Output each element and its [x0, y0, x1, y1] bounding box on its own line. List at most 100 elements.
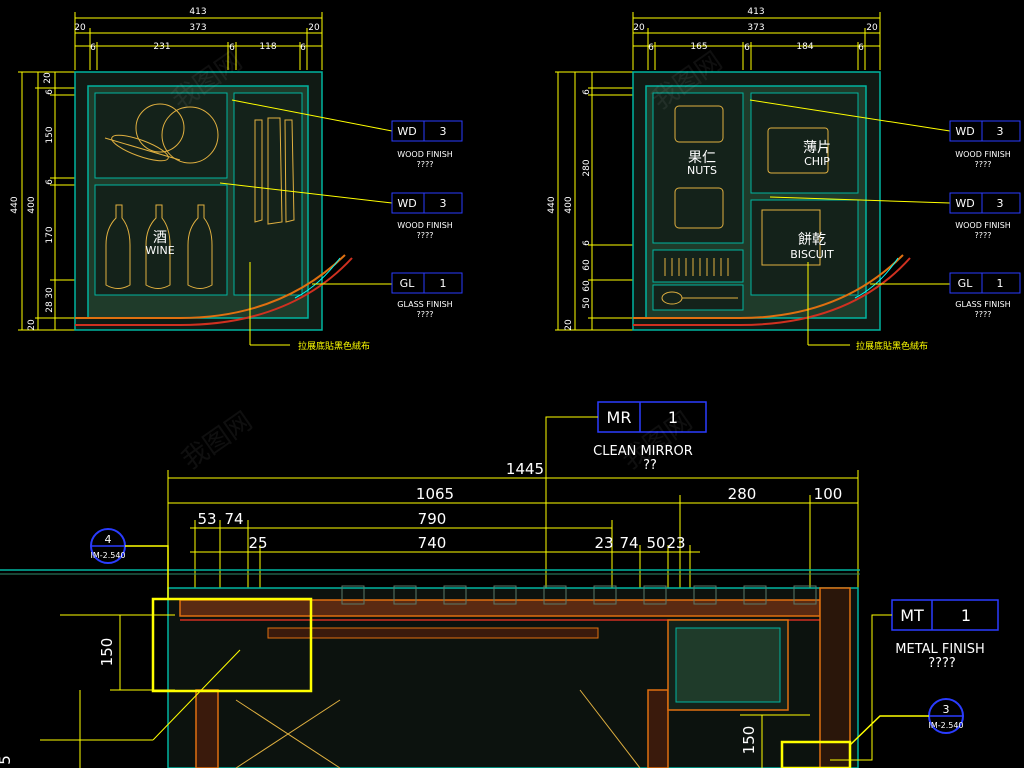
tag-desc: WOOD FINISH: [397, 221, 453, 230]
dim-30: 30: [45, 287, 55, 299]
right-curved-front: [633, 254, 904, 319]
wine-bottles-drawing: [105, 204, 213, 289]
r-dim-6a: 6: [648, 43, 654, 53]
callout-left-num: 4: [105, 533, 112, 546]
left-note: 拉展底貼黑色絨布: [298, 340, 370, 352]
r-dim-60b: 60: [582, 280, 592, 292]
callout-left: 4 IM-2.540: [90, 528, 126, 564]
top-rail-blocks: [341, 585, 817, 605]
dim-231: 231: [153, 42, 170, 52]
r-dim-373: 373: [747, 23, 764, 33]
tag-desc: WOOD FINISH: [397, 150, 453, 159]
dim-6a: 6: [90, 43, 96, 53]
r-dim-6b: 6: [744, 43, 750, 53]
tag-desc: GLASS FINISH: [397, 300, 452, 309]
dim-6b: 6: [229, 43, 235, 53]
dim-150-left: 150: [98, 638, 116, 667]
tag-code: GL: [958, 277, 974, 290]
left-leaders: [219, 99, 393, 346]
left-cell-lower-left: [94, 184, 228, 296]
chip-label-cn: 薄片: [803, 140, 831, 156]
tag-code: WD: [397, 125, 416, 138]
mirror-tag-desc: CLEAN MIRROR: [593, 444, 693, 459]
right-curved-front-outer: [633, 257, 911, 326]
r-dim-20-right: 20: [866, 23, 878, 33]
tag-code: WD: [397, 197, 416, 210]
r-dim-413: 413: [747, 7, 764, 17]
metal-tag-q: ????: [928, 656, 956, 671]
dim-20-top: 20: [43, 72, 53, 84]
dim-413: 413: [189, 7, 206, 17]
dim-118: 118: [259, 42, 276, 52]
right-leaders: [749, 99, 951, 346]
nuts-label-en: NUTS: [687, 164, 717, 177]
left-curved-front: [75, 254, 346, 319]
dim-1445: 1445: [506, 460, 544, 478]
left-tag-wd3-a: WD 3 WOOD FINISH ????: [391, 120, 463, 169]
dim-1065: 1065: [416, 485, 454, 503]
r-dim-6-top: 6: [582, 89, 592, 95]
r-dim-400: 400: [564, 196, 574, 213]
elevation-left: 413 20 373 20 6 231 6 118 6 440 400 20 6…: [10, 7, 463, 352]
right-cell-cutlery: [652, 249, 744, 283]
tag-q: ????: [975, 231, 992, 240]
dim-280: 280: [728, 485, 757, 503]
plates-drawing: [104, 103, 219, 164]
r-dim-165: 165: [690, 42, 707, 52]
tag-desc: GLASS FINISH: [955, 300, 1010, 309]
callout-left-sheet: IM-2.540: [90, 551, 125, 560]
dim-373: 373: [189, 23, 206, 33]
right-cell-chip: [750, 92, 859, 194]
r-dim-6-mid: 6: [582, 240, 592, 246]
r-dim-60a: 60: [582, 259, 592, 271]
dim-440: 440: [10, 196, 20, 213]
tag-code: GL: [400, 277, 416, 290]
r-dim-20-left: 20: [633, 23, 645, 33]
right-tag-gl1: GL 1 GLASS FINISH ????: [949, 272, 1021, 319]
dim-790: 790: [418, 510, 447, 528]
tag-num: 3: [997, 197, 1004, 210]
right-note: 拉展底貼黑色絨布: [856, 340, 928, 352]
dim-23: 23: [594, 534, 613, 552]
section-diagonal-c: [579, 689, 641, 768]
dim-6-top: 6: [45, 89, 55, 95]
metal-leader: [830, 614, 892, 761]
mirror-tag-code: MR: [607, 408, 632, 427]
callout-right-num: 3: [943, 703, 950, 716]
dim-28: 28: [45, 301, 55, 313]
tag-q: ????: [417, 160, 434, 169]
right-curved-edge: [854, 257, 899, 299]
dim-6c: 6: [300, 43, 306, 53]
tag-q: ????: [417, 231, 434, 240]
r-dim-50: 50: [582, 297, 592, 309]
section-diagonal-b: [235, 699, 341, 768]
dim-53: 53: [197, 510, 216, 528]
dim-50: 50: [646, 534, 665, 552]
r-dim-440: 440: [547, 196, 557, 213]
r-dim-20-bottom: 20: [564, 319, 574, 331]
tag-q: ????: [975, 160, 992, 169]
dim-74a: 74: [224, 510, 243, 528]
callout-right: 3 IM-2.540: [928, 698, 964, 734]
elevation-right: 413 20 373 20 6 165 6 184 6 440 400 6 28…: [547, 7, 1021, 352]
section-detail: MR 1 CLEAN MIRROR ?? 1445: [0, 401, 999, 768]
right-top-dimensions: [632, 12, 881, 70]
mirror-tag-num: 1: [668, 408, 678, 427]
detail-highlight-box-right: [780, 740, 852, 768]
dim-740: 740: [418, 534, 447, 552]
dim-23b: 23: [666, 534, 685, 552]
dim-20-left: 20: [74, 23, 86, 33]
tag-q: ????: [975, 310, 992, 319]
dim-150-right: 150: [740, 726, 758, 755]
dim-400: 400: [27, 196, 37, 213]
dim-150: 150: [45, 126, 55, 143]
dim-25: 25: [248, 534, 267, 552]
left-curved-edge: [294, 257, 341, 299]
metal-tag: MT 1 METAL FINISH ????: [891, 599, 999, 671]
right-cell-nuts: [652, 92, 744, 244]
left-curved-front-outer: [75, 257, 353, 326]
nuts-label-cn: 果仁: [688, 150, 716, 166]
section-top-panel: [179, 599, 821, 617]
left-tag-gl1: GL 1 GLASS FINISH ????: [391, 272, 463, 319]
